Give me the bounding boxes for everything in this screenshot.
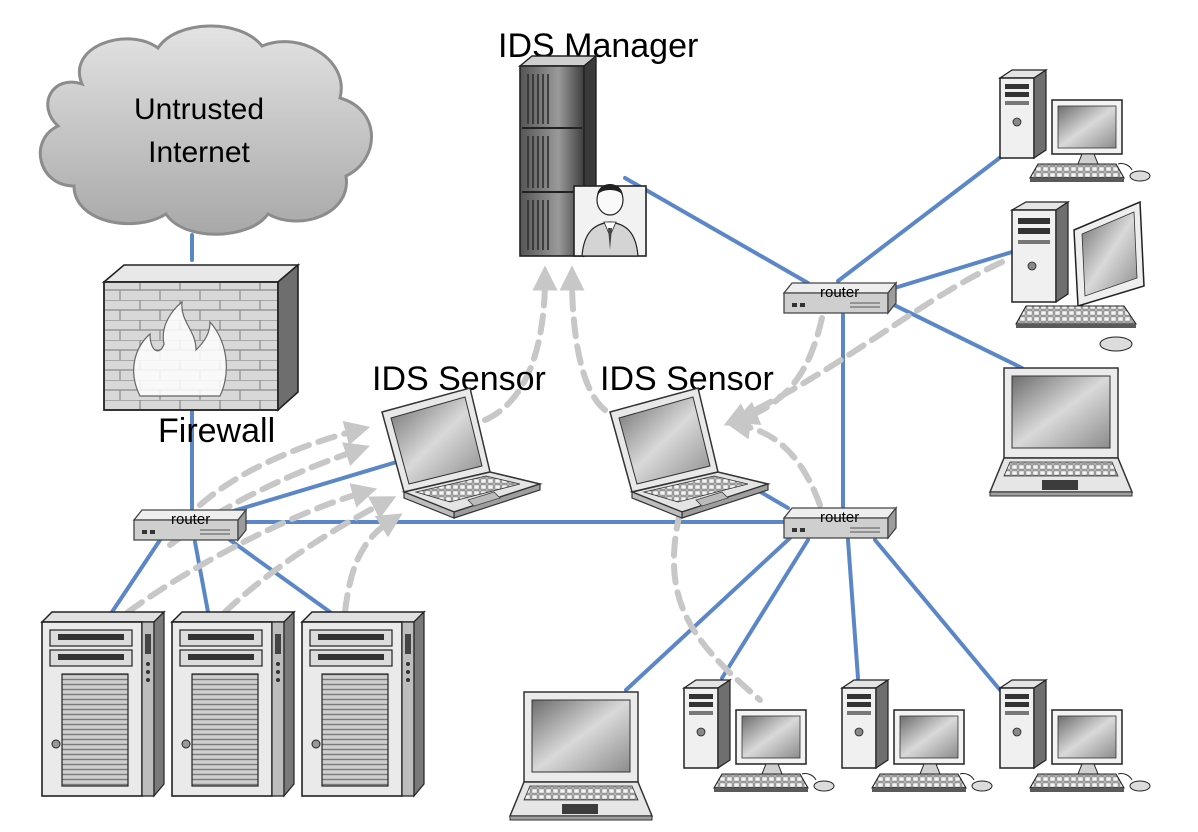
cloud-label-line1: Untrusted (134, 93, 264, 126)
laptop-icon (989, 367, 1133, 497)
link-router2-pc2 (886, 250, 1014, 292)
admin-user-icon (573, 184, 647, 257)
desktop-pc-icon (841, 679, 993, 793)
link-router3-pc4 (846, 538, 860, 680)
router-3-label: router (820, 509, 859, 526)
desktop-pc-icon (999, 69, 1151, 183)
desktop-pc-icon (999, 679, 1151, 793)
link-router2-pc1 (836, 148, 1012, 283)
ids-sensor-1: IDS Sensor (372, 360, 546, 519)
flow-arrow (125, 483, 378, 615)
desktop-pc-icon (1011, 201, 1145, 352)
link-router3-pc3 (720, 538, 810, 680)
link-router1-sensor1 (228, 456, 412, 514)
router-2-label: router (820, 284, 859, 301)
link-router1-server3 (228, 538, 332, 614)
router-1-label: router (171, 511, 210, 528)
ids-sensor-2: IDS Sensor (600, 360, 774, 519)
flow-arrow (725, 414, 823, 508)
flow-arrow (723, 259, 1005, 426)
firewall-top (101, 264, 301, 283)
flow-arrow (482, 265, 558, 423)
laptop-icon (509, 691, 653, 821)
server-icon (171, 611, 295, 797)
flame-icon (133, 300, 227, 397)
server-icon (41, 611, 165, 797)
link-router1-server2 (193, 540, 210, 614)
flow-arrow (222, 496, 397, 615)
cloud-shape (38, 24, 373, 236)
link-manager-router2 (623, 176, 810, 285)
link-router3-pc5 (873, 538, 1002, 692)
network-links (110, 148, 1024, 692)
server-icon (301, 611, 425, 797)
link-router3-laptop (624, 536, 792, 692)
router-2: router (783, 282, 897, 314)
router-3: router (783, 507, 897, 539)
cloud-label-line2: Internet (148, 136, 250, 169)
laptop-icon (609, 387, 769, 519)
link-router2-laptop (886, 300, 1024, 370)
laptop-icon (381, 387, 541, 519)
flow-arrow (559, 265, 608, 413)
flow-arrow (733, 315, 825, 426)
ids-manager: IDS Manager (498, 27, 698, 258)
flow-arrow (197, 420, 371, 508)
link-router1-server1 (110, 538, 162, 614)
flow-arrow (670, 509, 763, 703)
untrusted-internet-cloud: Untrusted Internet (38, 24, 373, 236)
router-1: router (133, 509, 247, 541)
flow-arrow (342, 513, 403, 615)
firewall: Firewall (101, 263, 301, 450)
firewall-side (277, 263, 299, 412)
firewall-label: Firewall (158, 412, 275, 450)
